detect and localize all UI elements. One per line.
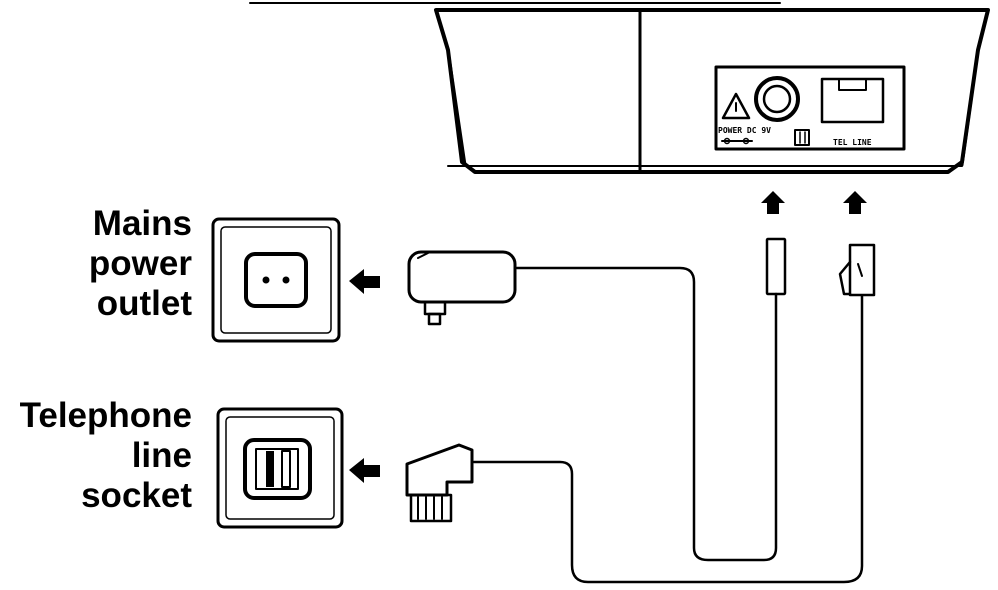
arrow-icon [349,269,380,483]
tel-line-port [820,77,885,124]
telephone-line-socket [216,407,344,529]
label-line: Mains [92,204,192,243]
arrow-icon [761,191,867,214]
dc-power-jack [754,76,800,122]
telephone-line-plug [405,443,474,523]
telephone-cord [472,294,864,584]
power-plug-end [765,237,787,296]
phone-base-unit [434,8,990,174]
polarity-symbol [723,137,731,145]
label-line: power [88,244,192,283]
telephone-line-socket-label: Telephone line socket [0,396,192,516]
label-line: Telephone [19,396,192,435]
label-line: outlet [96,284,192,323]
label-line: line [131,436,192,475]
connector-panel [714,65,906,151]
power-cord [515,266,778,562]
power-label: POWER DC 9V [718,126,771,135]
power-adapter [407,250,517,326]
mains-power-outlet [211,217,341,343]
tel-line-label: TEL LINE [833,138,872,147]
rj11-plug [838,243,876,297]
mains-power-outlet-label: Mains power outlet [40,204,192,324]
label-line: socket [81,476,192,515]
base-switch [794,129,810,146]
warning-triangle-icon [721,92,751,120]
